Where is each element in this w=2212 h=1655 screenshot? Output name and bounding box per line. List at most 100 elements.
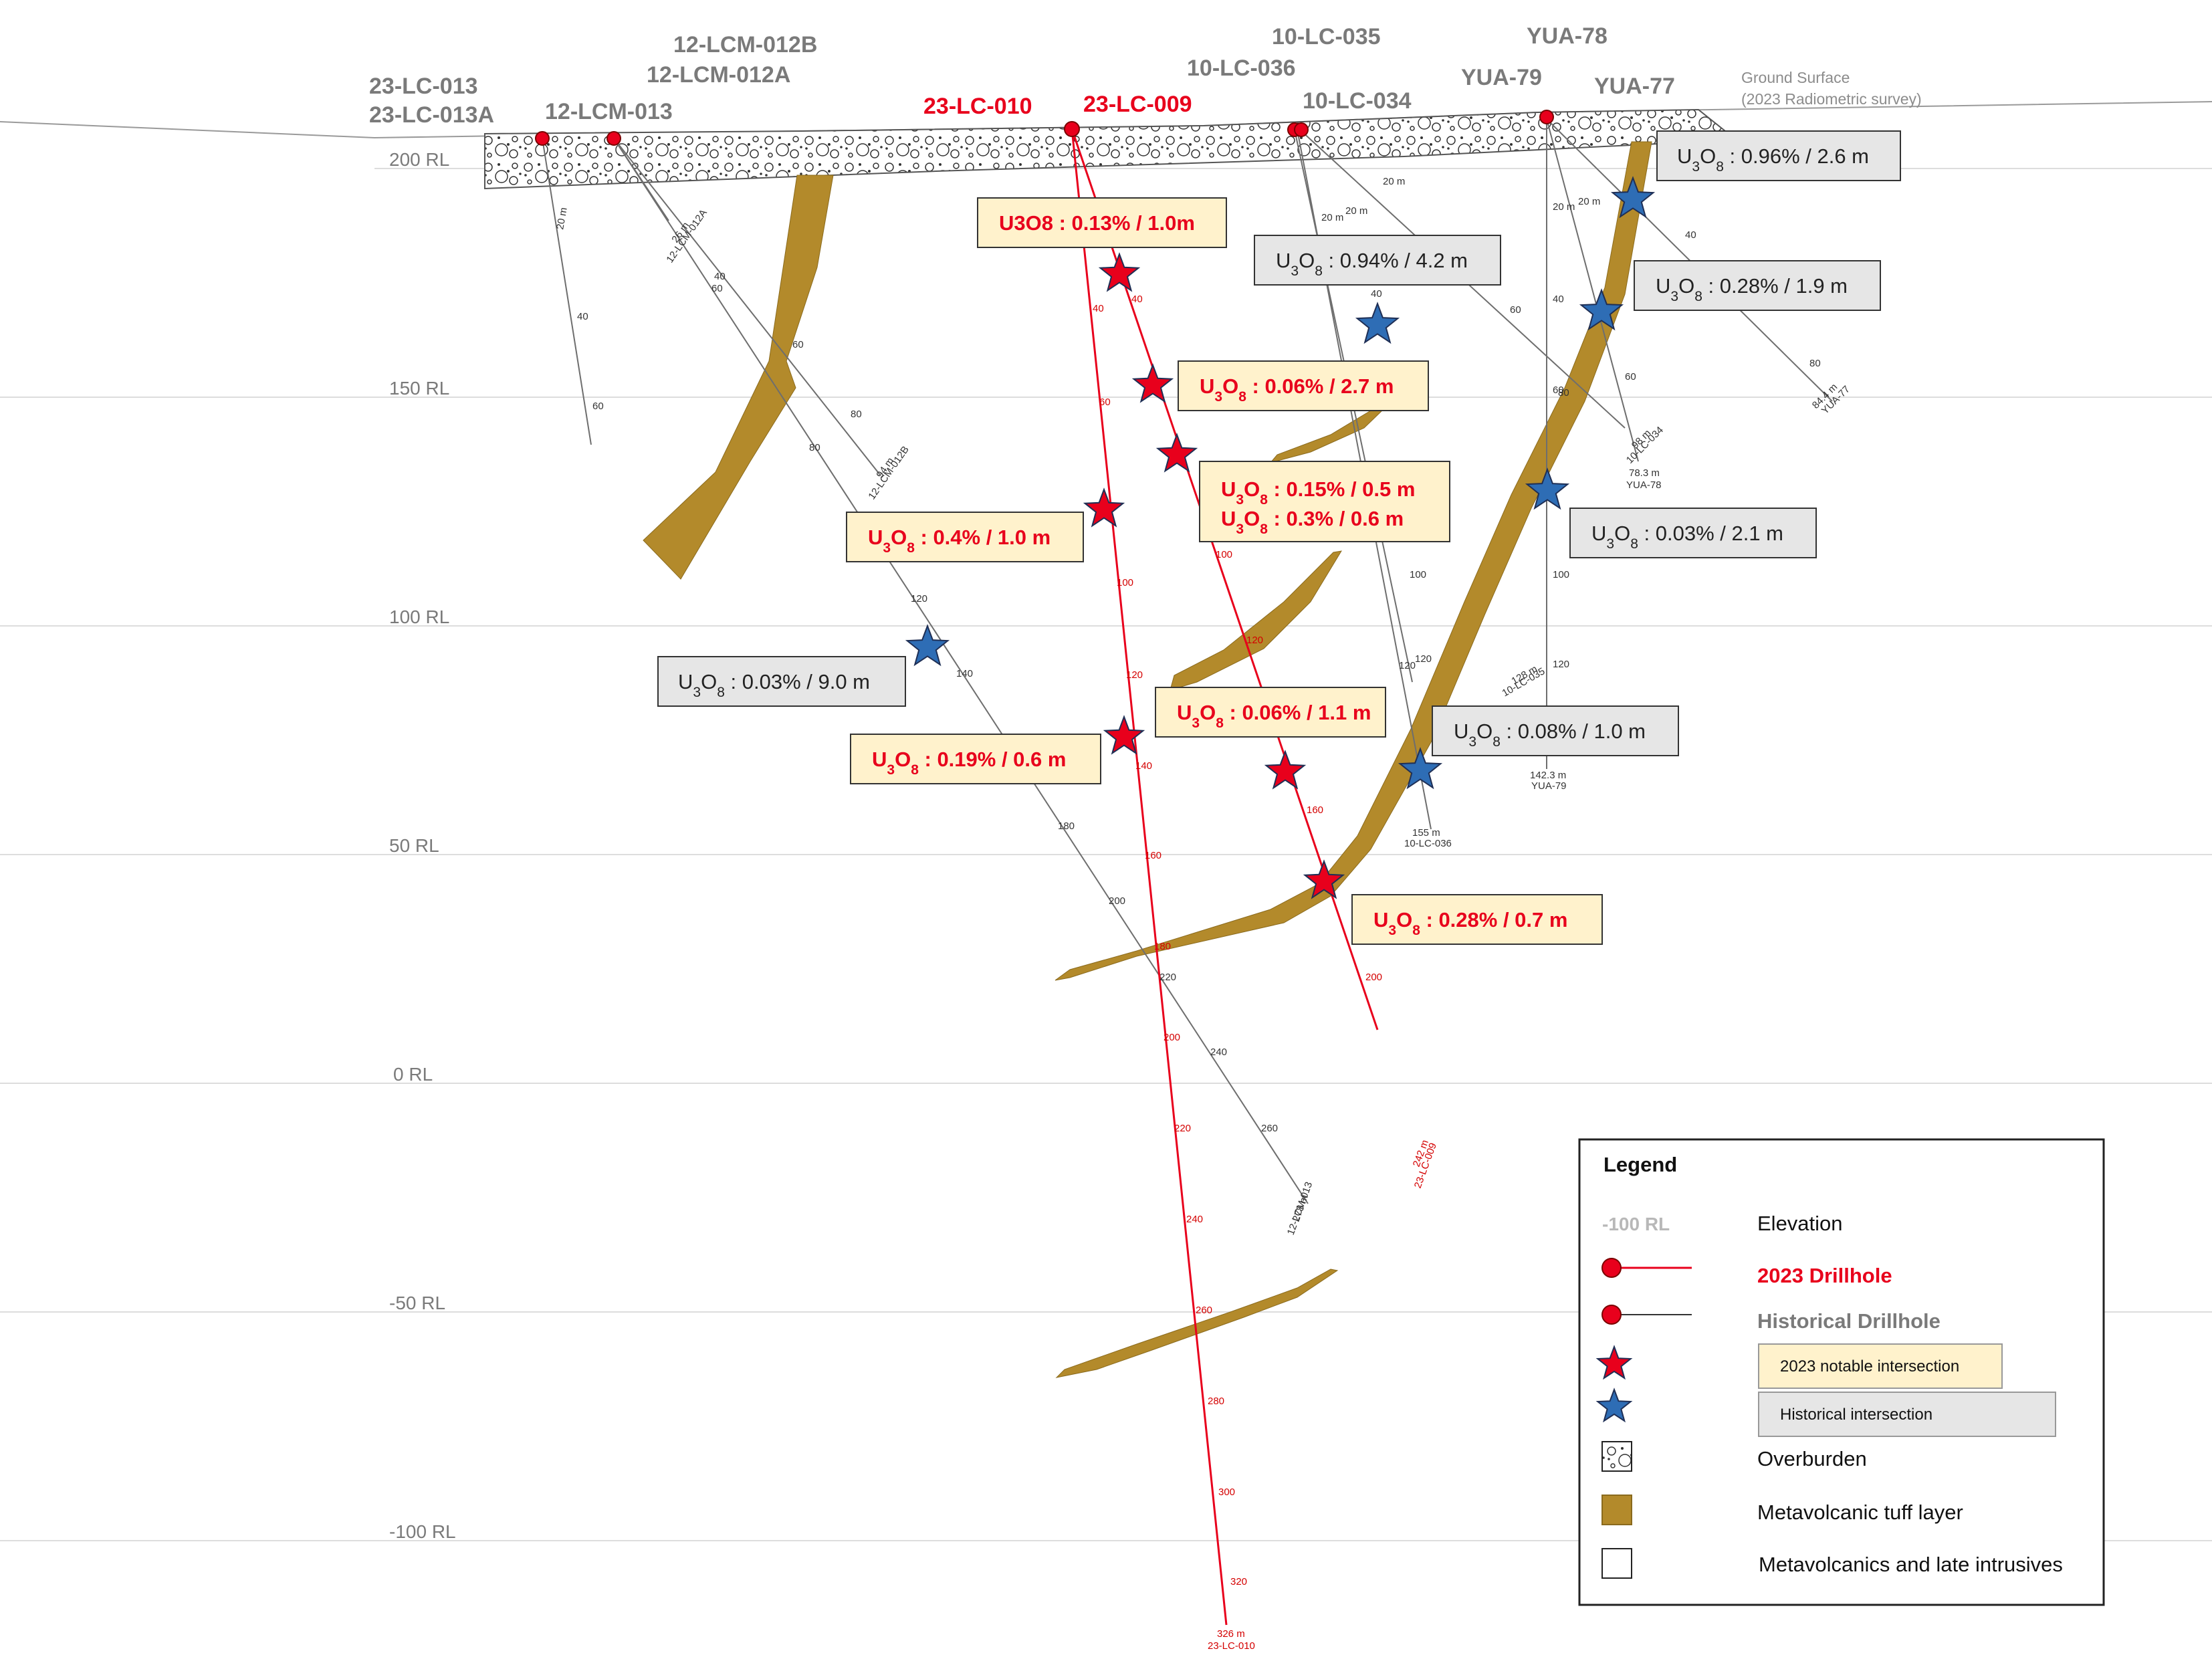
tick-label: 40	[1131, 294, 1143, 305]
tick-label: 260	[1261, 1123, 1278, 1134]
intersection-star-historical[interactable]	[1398, 747, 1443, 790]
tick-label: 60	[592, 401, 604, 412]
intersection-star-historical[interactable]	[1579, 288, 1624, 331]
intersection-box-historical[interactable]: U3O8 : 0.03% / 9.0 m	[657, 656, 906, 707]
legend-blue-star[interactable]	[1595, 1388, 1633, 1423]
tick-label: 40	[1553, 294, 1564, 305]
intersection-box-2023[interactable]: U3O8 : 0.28% / 0.7 m	[1351, 894, 1603, 945]
elevation-labels: 200 RL 150 RL 100 RL 50 RL 0 RL -50 RL -…	[389, 149, 456, 1542]
intersection-star-2023[interactable]	[1264, 750, 1307, 790]
intersection-star-2023[interactable]	[1103, 715, 1145, 755]
legend-historical-drillhole: Historical Drillhole	[1757, 1309, 1941, 1333]
rl-minus-50: -50 RL	[389, 1293, 445, 1313]
intersection-box-historical[interactable]: U3O8 : 0.08% / 1.0 m	[1432, 705, 1679, 756]
label-10-lc-035: 10-LC-035	[1272, 24, 1381, 49]
stars-2023	[1083, 252, 1345, 899]
intersection-box-historical[interactable]: U3O8 : 0.94% / 4.2 m	[1254, 235, 1501, 286]
legend-overburden: Overburden	[1757, 1447, 1867, 1470]
intersection-text: U3O8 : 0.03% / 2.1 m	[1591, 522, 1783, 552]
eoh-10-lc-036-id: 10-LC-036	[1404, 838, 1452, 849]
intersection-star-historical[interactable]	[1610, 176, 1656, 219]
tick-label: 320	[1230, 1576, 1247, 1587]
tick-label: 180	[1058, 820, 1075, 832]
collar-23-lc-013[interactable]	[535, 131, 550, 146]
legend-historical-intersection: Historical intersection	[1780, 1406, 1932, 1424]
eoh-yua-79-id: YUA-79	[1531, 780, 1567, 792]
tick-label: 60	[711, 283, 723, 294]
eoh-12-lcm-013-id: 12-LCM-013	[1285, 1180, 1315, 1236]
legend-elevation: Elevation	[1757, 1212, 1843, 1235]
intersection-star-2023[interactable]	[1098, 252, 1141, 292]
depth-ticks-historical: 20 m 40 60 40 60 60 80 80 120 140 180 20…	[554, 176, 1820, 1134]
tick-label: 20 m	[1553, 201, 1575, 213]
intersection-text: U3O8 : 0.4% / 1.0 m	[868, 526, 1050, 556]
intersection-box-2023[interactable]: U3O8 : 0.06% / 1.1 m	[1155, 687, 1386, 738]
collar-12-lcm-013[interactable]	[606, 131, 621, 146]
legend-2023-drillhole: 2023 Drillhole	[1757, 1264, 1892, 1287]
tick-label: 260	[1196, 1305, 1212, 1316]
tick-label: 160	[1307, 804, 1323, 816]
intersection-box-historical[interactable]: U3O8 : 0.28% / 1.9 m	[1634, 260, 1881, 311]
tick-label: 100	[1410, 569, 1426, 580]
intersection-text: U3O8 : 0.08% / 1.0 m	[1454, 720, 1646, 750]
tick-label: 100	[1553, 569, 1569, 580]
intersection-star-historical[interactable]	[905, 624, 950, 667]
label-23-lc-013: 23-LC-013	[369, 74, 478, 99]
legend: Legend -100 RL Elevation 2023 Drillhole …	[1578, 1138, 2105, 1606]
intersection-box-2023[interactable]: U3O8 : 0.15% / 0.5 m U3O8 : 0.3% / 0.6 m	[1199, 461, 1450, 542]
tick-label: 60	[792, 339, 804, 350]
intersection-box-historical[interactable]: U3O8 : 0.96% / 2.6 m	[1656, 130, 1901, 181]
tuff-layer-middle	[1170, 550, 1342, 691]
eoh-23-lc-010-id: 23-LC-010	[1208, 1640, 1255, 1652]
elevation-gridlines	[0, 168, 2212, 1541]
tick-label: 240	[1210, 1046, 1227, 1058]
boxes-2023: U3O8 : 0.13% / 1.0m U3O8 : 0.06% / 2.7 m…	[846, 197, 1603, 945]
intersection-box-2023[interactable]: U3O8 : 0.4% / 1.0 m	[846, 512, 1084, 562]
tick-label: 220	[1174, 1123, 1191, 1134]
intersection-box-2023[interactable]: U3O8 : 0.06% / 2.7 m	[1178, 360, 1429, 411]
label-yua-78: YUA-78	[1527, 23, 1608, 49]
tick-label: 200	[1164, 1032, 1180, 1043]
intersection-text: U3O8 : 0.19% / 0.6 m	[872, 748, 1066, 778]
intersection-text: U3O8 : 0.06% / 1.1 m	[1177, 701, 1371, 731]
intersection-star-2023[interactable]	[1131, 363, 1174, 403]
stars-historical	[905, 176, 1656, 790]
intersection-star-2023[interactable]	[1083, 487, 1125, 528]
legend-red-star[interactable]	[1595, 1345, 1633, 1380]
tuff-layer-deep	[1055, 1268, 1339, 1378]
tick-label: 60	[1625, 371, 1636, 382]
intersection-star-historical[interactable]	[1355, 302, 1400, 344]
intersection-star-2023[interactable]	[1303, 859, 1345, 899]
intersection-star-historical[interactable]	[1525, 467, 1570, 510]
tick-label: 120	[1553, 659, 1569, 670]
boxes-historical: U3O8 : 0.96% / 2.6 m U3O8 : 0.94% / 4.2 …	[657, 130, 1901, 756]
rl-minus-100: -100 RL	[389, 1521, 456, 1542]
collar-labels: 23-LC-013 23-LC-013A 12-LCM-012B 12-LCM-…	[369, 23, 1675, 128]
intersection-box-historical[interactable]: U3O8 : 0.03% / 2.1 m	[1569, 508, 1817, 558]
tick-label: 20 m	[554, 207, 570, 231]
intersection-box-2023[interactable]: U3O8 : 0.19% / 0.6 m	[850, 734, 1101, 784]
label-23-lc-010: 23-LC-010	[923, 94, 1032, 119]
tick-label: 120	[1126, 669, 1143, 681]
intersection-star-2023[interactable]	[1155, 433, 1198, 473]
legend-elevation-sample: -100 RL	[1602, 1214, 1670, 1234]
tick-label: 100	[1216, 549, 1232, 560]
collar-yua-77[interactable]	[1539, 110, 1554, 124]
collars	[535, 110, 1554, 146]
tick-label: 240	[1186, 1214, 1203, 1225]
legend-historical-collar-icon	[1601, 1305, 1622, 1325]
tick-label: 120	[1399, 660, 1416, 671]
ground-surface-label: Ground Surface	[1741, 69, 1850, 86]
trace-23-lc-013	[542, 138, 592, 445]
collar-10-lc-034[interactable]	[1294, 122, 1309, 137]
tick-label: 200	[1109, 895, 1125, 907]
tick-label: 120	[911, 593, 927, 604]
tick-label: 120	[1415, 653, 1432, 665]
tick-label: 160	[1145, 850, 1162, 861]
tick-label: 40	[1371, 288, 1382, 300]
intersection-box-2023[interactable]: U3O8 : 0.13% / 1.0m	[977, 197, 1227, 248]
collar-23-lc-010-009[interactable]	[1064, 121, 1080, 137]
eoh-10-lc-036-depth: 155 m	[1412, 827, 1440, 839]
eoh-yua-78-depth: 78.3 m	[1629, 467, 1660, 479]
